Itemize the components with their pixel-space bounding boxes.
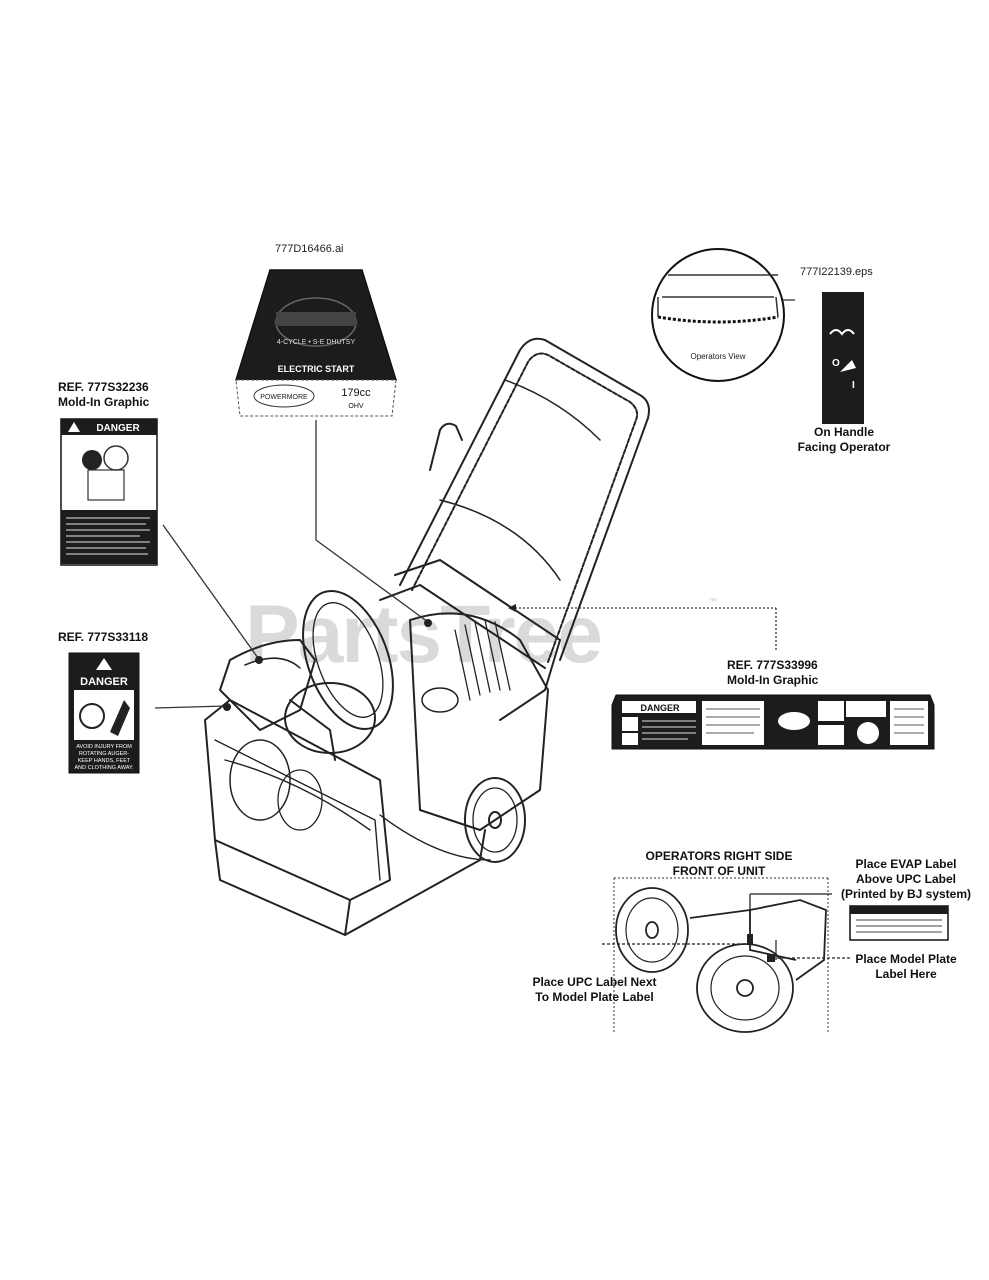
ref-32236-decal: DANGER bbox=[60, 418, 158, 566]
ref-33118-body-1: AVOID INJURY FROM bbox=[76, 744, 132, 750]
ref-32236-number: REF. 777S32236 bbox=[58, 380, 149, 394]
ref-33118-decal: DANGER AVOID INJURY FROM ROTATING AUGER-… bbox=[68, 652, 140, 774]
evap-label-note: Place EVAP Label Above UPC Label (Printe… bbox=[836, 857, 976, 902]
operators-view-circle: Operators View bbox=[651, 248, 785, 382]
decal-top-filename: 777D16466.ai bbox=[275, 243, 344, 255]
handle-decal-graphic: O I bbox=[822, 292, 864, 424]
decal-handle-filename: 777I22139.eps bbox=[800, 266, 873, 278]
evap-note-line1: Place EVAP Label bbox=[855, 857, 957, 871]
decal-top-brand: POWERMORE bbox=[260, 394, 308, 401]
handle-caption-line2: Facing Operator bbox=[797, 440, 891, 454]
ref-32236-sub: Mold-In Graphic bbox=[58, 395, 150, 409]
model-plate-line2: Label Here bbox=[875, 967, 937, 981]
inset-title-line1: OPERATORS RIGHT SIDE bbox=[645, 849, 793, 863]
handle-caption-line1: On Handle bbox=[813, 425, 874, 439]
decal-top-size: 179cc bbox=[341, 387, 371, 399]
ref-33118-body-4: AND CLOTHING AWAY. bbox=[75, 765, 134, 771]
ref-33118-body-2: ROTATING AUGER- bbox=[79, 751, 129, 757]
decal-top-engine: OHV bbox=[348, 403, 364, 410]
inset-title: OPERATORS RIGHT SIDE FRONT OF UNIT bbox=[634, 849, 804, 879]
upc-note-line2: To Model Plate Label bbox=[535, 990, 654, 1004]
decal-top-graphic: 4-CYCLE • S-E DHUTSY ELECTRIC START POWE… bbox=[234, 269, 398, 417]
ref-33118-header: DANGER bbox=[80, 676, 128, 688]
ref-32236-header: DANGER bbox=[96, 423, 140, 434]
ref-33118-number: REF. 777S33118 bbox=[58, 630, 149, 644]
model-plate-line1: Place Model Plate bbox=[855, 952, 957, 966]
evap-note-line3: (Printed by BJ system) bbox=[840, 887, 972, 901]
ref-33996-label: REF. 777S33996 Mold-In Graphic bbox=[727, 658, 818, 688]
watermark: PartsTree bbox=[245, 589, 603, 680]
handle-position-o: O bbox=[832, 358, 840, 369]
inset-drawing bbox=[600, 877, 949, 1034]
handle-position-i: I bbox=[852, 380, 855, 391]
ref-33996-sub: Mold-In Graphic bbox=[727, 673, 819, 687]
evap-note-line2: Above UPC Label bbox=[855, 872, 957, 886]
ref-33996-decal: DANGER bbox=[611, 694, 935, 750]
decal-top-line1: 4-CYCLE • S-E DHUTSY bbox=[277, 339, 356, 346]
model-plate-note: Place Model Plate Label Here bbox=[846, 952, 966, 982]
upc-label-note: Place UPC Label Next To Model Plate Labe… bbox=[522, 975, 667, 1005]
ref-33118-body-3: KEEP HANDS, FEET bbox=[78, 758, 131, 764]
operators-view-caption: Operators View bbox=[691, 352, 746, 361]
watermark-trademark: ™ bbox=[708, 596, 717, 606]
inset-title-line2: FRONT OF UNIT bbox=[672, 864, 766, 878]
upc-note-line1: Place UPC Label Next bbox=[532, 975, 657, 989]
ref-32236-label: REF. 777S32236 Mold-In Graphic bbox=[58, 380, 149, 410]
ref-33996-number: REF. 777S33996 bbox=[727, 658, 818, 672]
decal-top-line2: ELECTRIC START bbox=[278, 364, 355, 374]
handle-caption: On Handle Facing Operator bbox=[786, 425, 902, 455]
ref-33996-header: DANGER bbox=[640, 703, 680, 713]
